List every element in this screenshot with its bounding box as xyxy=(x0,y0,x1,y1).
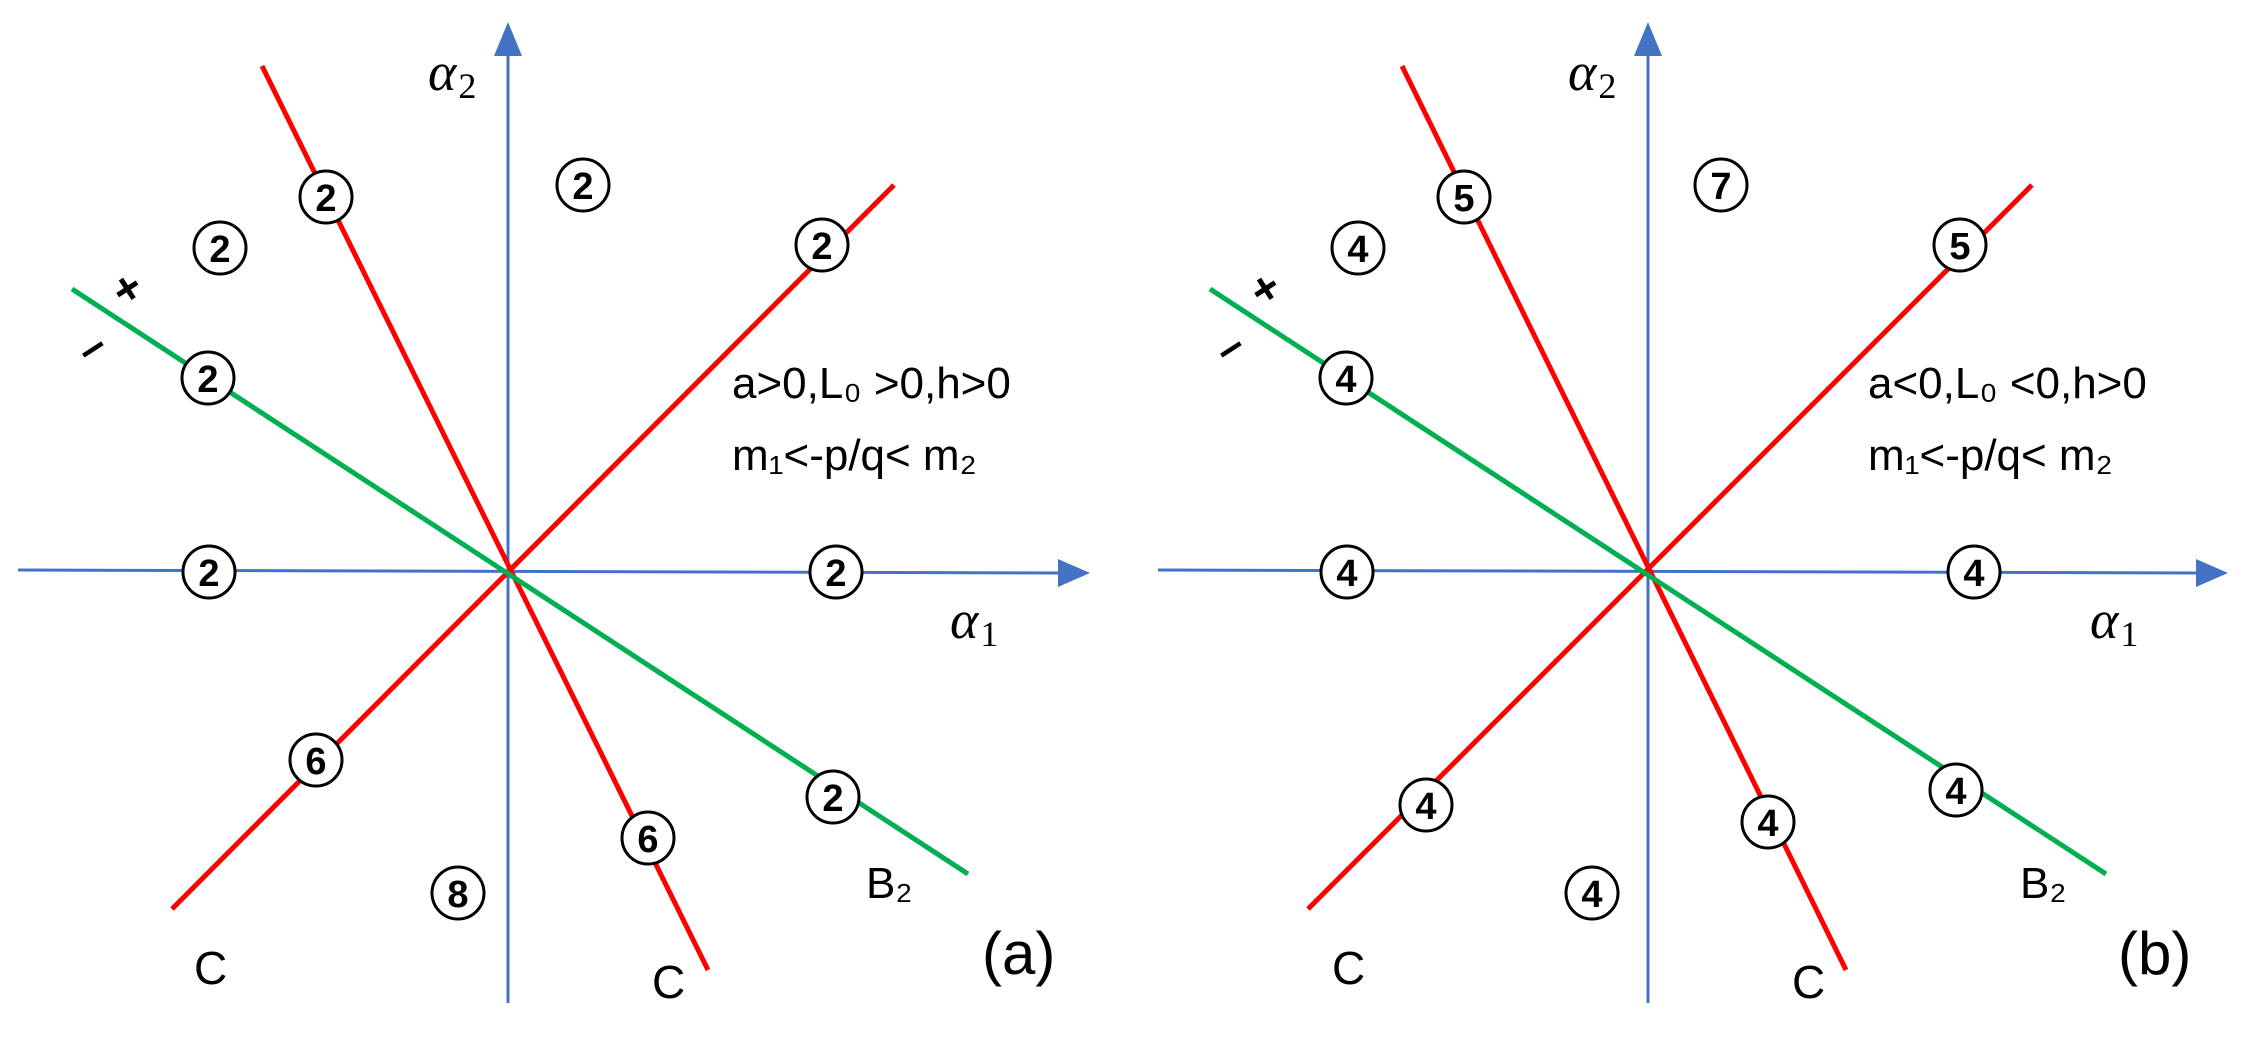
svg-text:4: 4 xyxy=(1945,771,1966,813)
region-marker: 2 xyxy=(794,217,850,273)
panel-label: (a) xyxy=(982,920,1055,987)
region-marker: 4 xyxy=(1564,865,1620,921)
svg-text:4: 4 xyxy=(1581,874,1602,916)
c-label-left: C xyxy=(194,942,227,994)
region-marker: 4 xyxy=(1319,544,1375,600)
region-marker: 2 xyxy=(808,544,864,600)
region-marker: 2 xyxy=(805,769,861,825)
alpha1-arrow-icon xyxy=(2196,559,2228,587)
alpha1-axis xyxy=(17,568,1061,575)
region-marker: 4 xyxy=(1928,762,1984,818)
plus-side-marker: + xyxy=(101,259,152,317)
region-marker: 4 xyxy=(1330,220,1386,276)
svg-text:2: 2 xyxy=(209,229,230,271)
svg-text:4: 4 xyxy=(1757,803,1778,845)
svg-text:2: 2 xyxy=(197,359,218,401)
region-marker: 4 xyxy=(1946,544,2002,600)
region-marker: 2 xyxy=(192,220,248,276)
svg-text:2: 2 xyxy=(315,178,336,220)
svg-text:4: 4 xyxy=(1963,553,1984,595)
region-marker: 5 xyxy=(1436,169,1492,225)
c-label-right: C xyxy=(1792,956,1825,1008)
panel-b: + – α2 α1 a<0,L₀ <0,h>0 m₁<-p/q< m₂ C C … xyxy=(1157,22,2228,1008)
svg-text:4: 4 xyxy=(1335,359,1356,401)
region-marker: 4 xyxy=(1398,777,1454,833)
region-marker: 6 xyxy=(288,732,344,788)
c-line-diagonal xyxy=(170,183,896,911)
alpha2-label: α2 xyxy=(1568,42,1616,106)
minus-side-marker: – xyxy=(1204,318,1254,376)
minus-side-marker: – xyxy=(66,318,116,376)
alpha1-label: α1 xyxy=(2090,590,2138,654)
svg-text:6: 6 xyxy=(305,741,326,783)
svg-text:2: 2 xyxy=(572,166,593,208)
svg-text:5: 5 xyxy=(1453,178,1474,220)
b2-label: B₂ xyxy=(2020,859,2066,908)
svg-text:2: 2 xyxy=(198,553,219,595)
region-marker: 4 xyxy=(1318,350,1374,406)
panel-a: + – α2 α1 a>0,L₀ >0,h>0 m₁<-p/q< m₂ C C … xyxy=(17,22,1090,1008)
alpha1-axis xyxy=(1157,568,2199,575)
region-marker: 5 xyxy=(1932,217,1988,273)
condition-line-1: a<0,L₀ <0,h>0 xyxy=(1868,359,2147,408)
svg-text:4: 4 xyxy=(1415,786,1436,828)
svg-text:5: 5 xyxy=(1949,226,1970,268)
svg-text:4: 4 xyxy=(1336,553,1357,595)
alpha2-arrow-icon xyxy=(494,22,522,56)
alpha1-arrow-icon xyxy=(1058,559,1090,587)
region-marker: 2 xyxy=(180,350,236,406)
svg-text:2: 2 xyxy=(825,553,846,595)
condition-line-1: a>0,L₀ >0,h>0 xyxy=(732,359,1011,408)
svg-text:8: 8 xyxy=(447,874,468,916)
region-marker: 2 xyxy=(298,169,354,225)
panel-label: (b) xyxy=(2118,920,2191,987)
region-marker: 2 xyxy=(181,544,237,600)
region-marker: 2 xyxy=(555,157,611,213)
condition-line-2: m₁<-p/q< m₂ xyxy=(1868,431,2113,480)
c-label-right: C xyxy=(652,956,685,1008)
svg-text:4: 4 xyxy=(1347,229,1368,271)
alpha1-label: α1 xyxy=(950,590,998,654)
region-marker: 4 xyxy=(1740,794,1796,850)
svg-text:7: 7 xyxy=(1710,166,1731,208)
plus-side-marker: + xyxy=(1239,259,1290,317)
svg-text:2: 2 xyxy=(811,226,832,268)
alpha2-arrow-icon xyxy=(1634,22,1662,56)
region-marker: 8 xyxy=(430,865,486,921)
c-label-left: C xyxy=(1332,942,1365,994)
svg-text:2: 2 xyxy=(822,778,843,820)
alpha2-label: α2 xyxy=(428,42,476,106)
region-marker: 7 xyxy=(1693,157,1749,213)
region-marker: 6 xyxy=(620,810,676,866)
condition-line-2: m₁<-p/q< m₂ xyxy=(732,431,977,480)
svg-text:6: 6 xyxy=(637,819,658,861)
b2-label: B₂ xyxy=(866,859,912,908)
